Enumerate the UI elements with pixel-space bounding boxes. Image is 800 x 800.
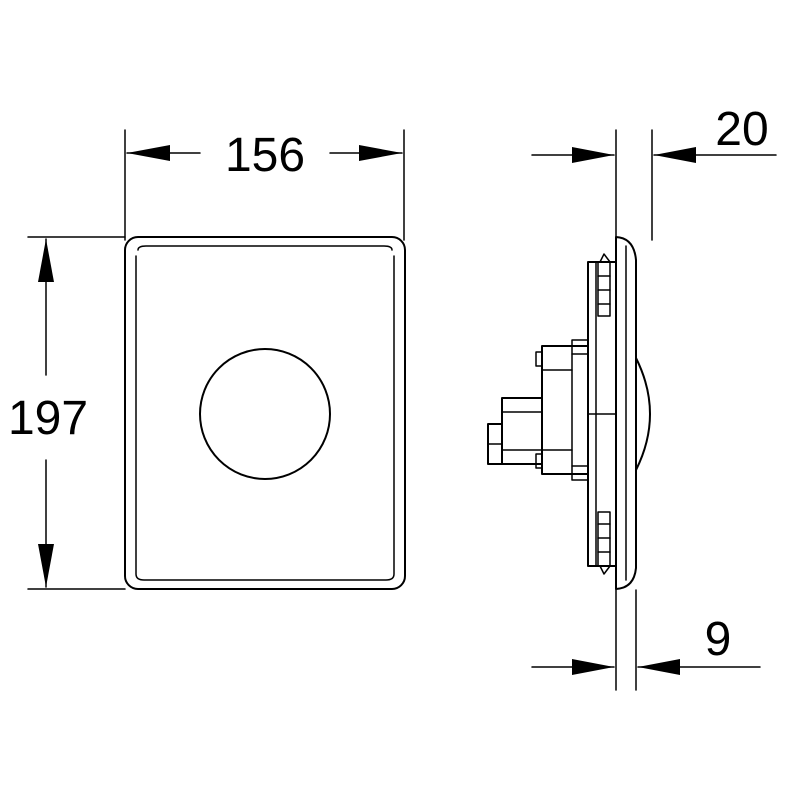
actuator-housing [535, 339, 589, 481]
plate-profile [615, 236, 637, 590]
depth-total-dimension: 20 [531, 103, 777, 163]
arrow-left [127, 145, 170, 161]
arrow-left [638, 659, 680, 675]
width-label: 156 [225, 129, 305, 182]
plate-outer-edge [124, 236, 406, 590]
button-dome [635, 357, 651, 471]
arrow-left [654, 147, 696, 163]
arrow-right [359, 145, 402, 161]
connector-plug [487, 397, 543, 465]
top-clip [597, 253, 611, 317]
height-dimension: 197 [8, 238, 88, 588]
width-dimension: 156 [126, 129, 403, 182]
plate-bevel-inner [135, 255, 395, 581]
depth-plate-dimension: 9 [531, 613, 761, 675]
depth-total-label: 20 [715, 103, 768, 156]
plate-bevel-top [137, 245, 393, 251]
flush-button [199, 348, 331, 480]
height-label: 197 [8, 392, 88, 445]
side-view: 20 9 [487, 103, 777, 691]
bottom-clip [597, 511, 611, 575]
arrow-up [38, 239, 54, 282]
arrow-right [572, 659, 614, 675]
front-view: 156 197 [8, 129, 406, 590]
depth-plate-label: 9 [705, 613, 732, 666]
arrow-right [572, 147, 614, 163]
arrow-down [38, 544, 54, 587]
